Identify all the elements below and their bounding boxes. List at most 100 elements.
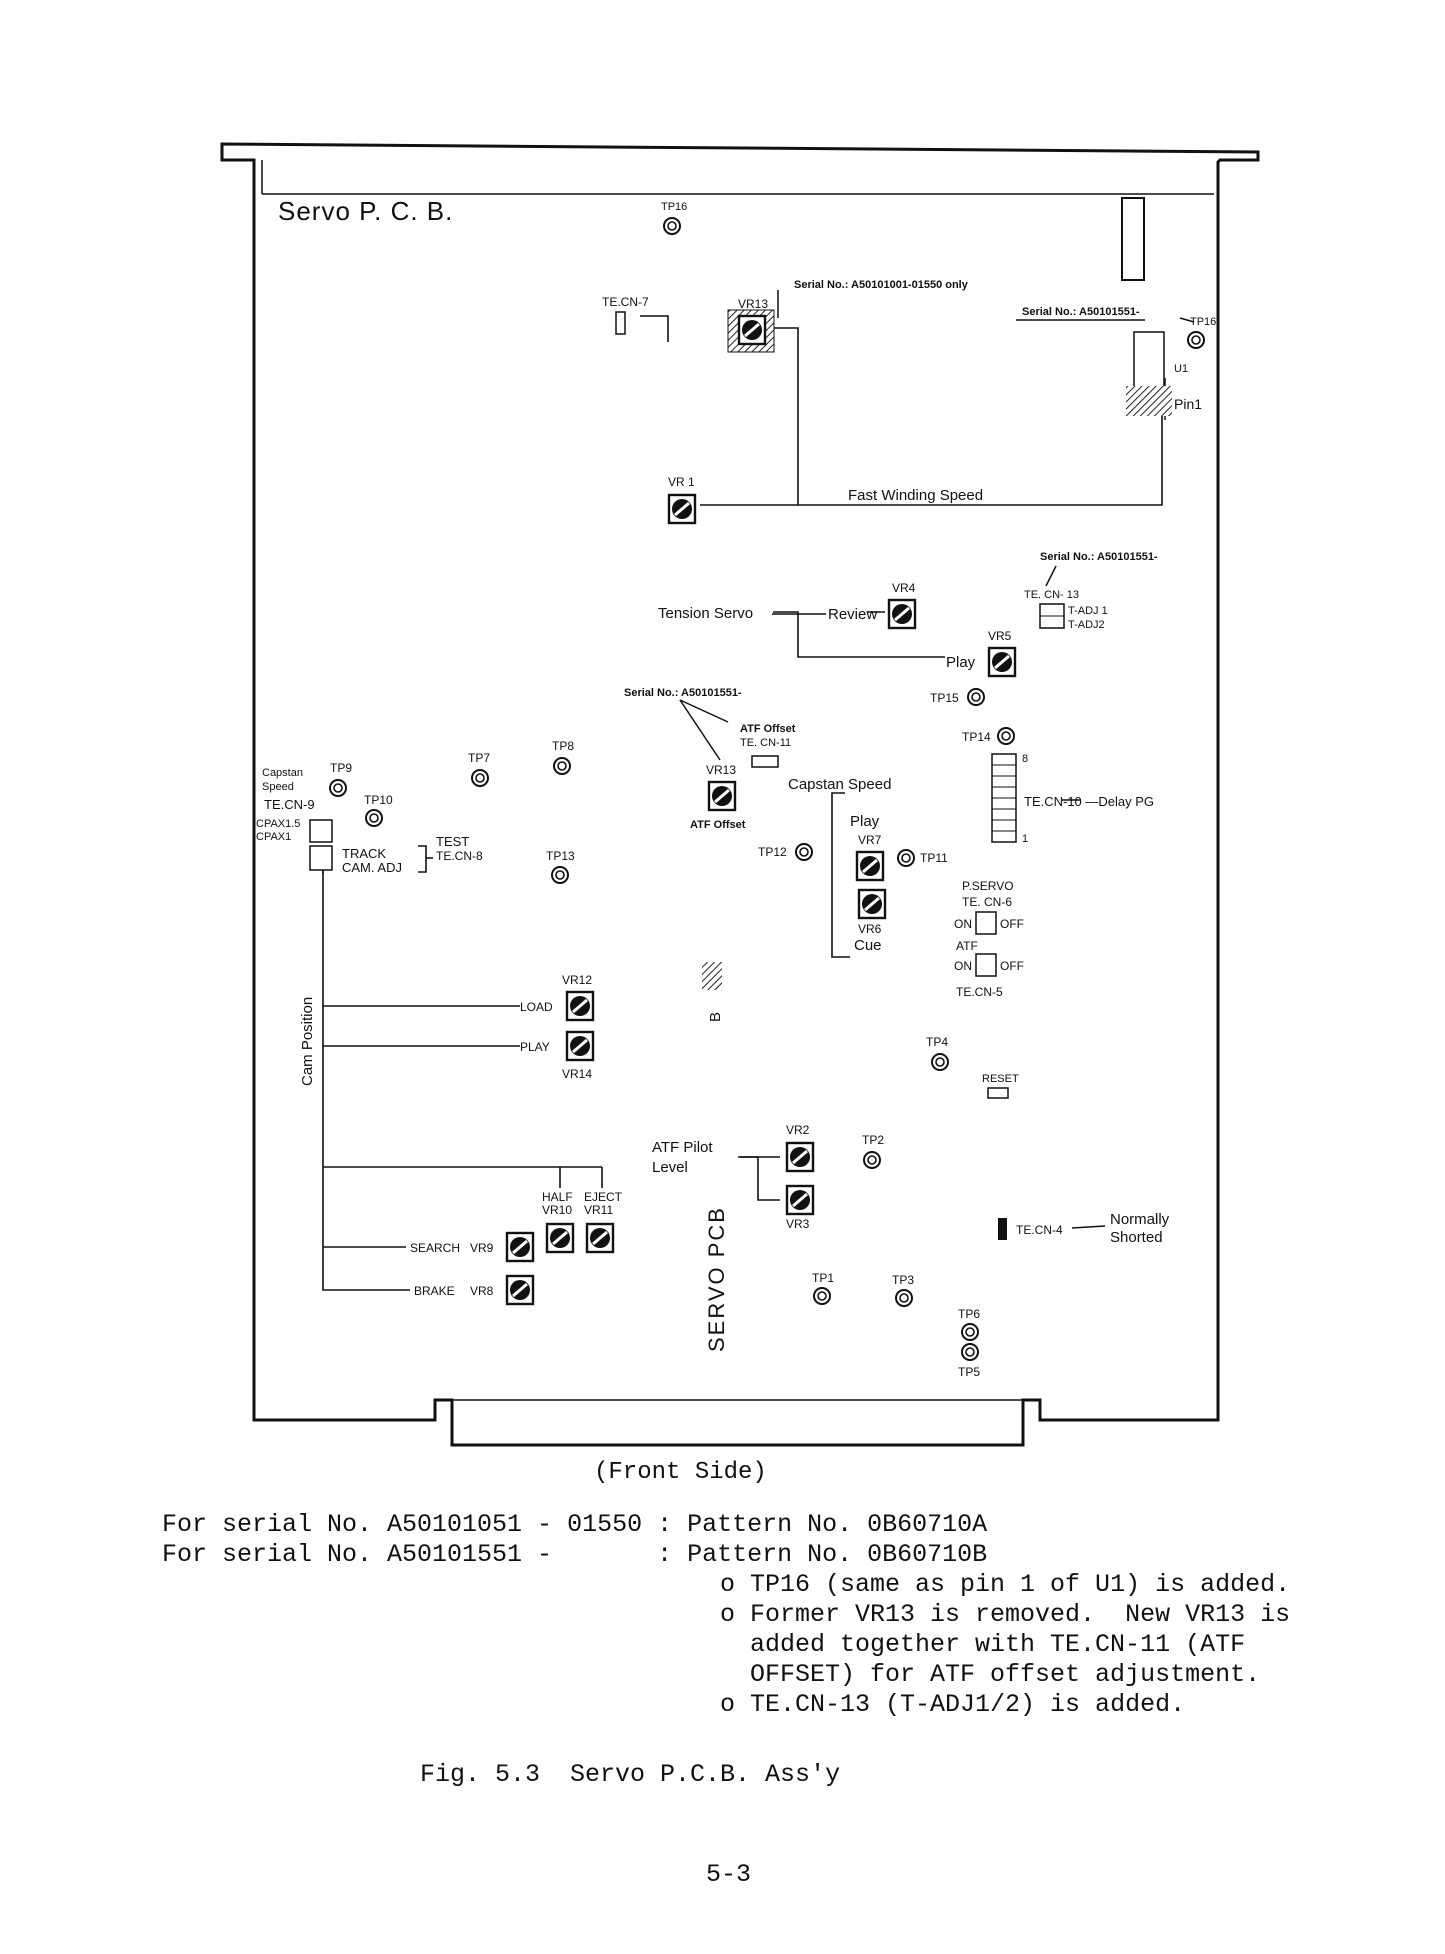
te-cn-7-label: TE.CN-7	[602, 295, 649, 309]
tp6-label: TP6	[958, 1307, 980, 1321]
normally-label: Normally	[1110, 1211, 1170, 1228]
vr14-label: VR14	[562, 1067, 592, 1081]
play-label-tension: Play	[946, 654, 976, 671]
vr3-label: VR3	[786, 1217, 810, 1231]
search-label: SEARCH	[410, 1241, 460, 1255]
te-cn-6-connector	[975, 911, 997, 935]
vr1-label: VR 1	[668, 475, 695, 489]
serial-note-4: Serial No.: A50101551-	[624, 687, 742, 699]
u1-label: U1	[1174, 363, 1188, 375]
te-cn-5-label: TE.CN-5	[956, 985, 1003, 999]
cam-adj-label: CAM. ADJ	[342, 860, 402, 875]
atf-offset-top-label: ATF Offset	[740, 723, 796, 735]
te-cn-11-label: TE. CN-11	[740, 737, 791, 749]
servo-pcb-diagram: Servo P. C. B. TP16 TE.CN-7 Serial No.: …	[220, 142, 1260, 1486]
atf-label: ATF	[956, 939, 978, 953]
vr8-label: VR8	[470, 1284, 494, 1298]
vr7-label: VR7	[858, 833, 882, 847]
te-cn-11-connector	[751, 755, 779, 768]
b-marker-hatched	[702, 962, 722, 990]
tp13-label: TP13	[546, 849, 575, 863]
front-side-label: (Front Side)	[594, 1459, 767, 1486]
fast-winding-label: Fast Winding Speed	[848, 487, 983, 504]
tp16-top-label: TP16	[661, 201, 687, 213]
vr13-old-label: VR13	[738, 297, 768, 311]
cpax1-label: CPAX1	[256, 831, 291, 843]
cue-label: Cue	[854, 937, 882, 954]
on-label-1: ON	[954, 917, 972, 931]
te-cn-4-label: TE.CN-4	[1016, 1223, 1063, 1237]
te-cn-7-connector	[615, 311, 626, 335]
capstan-label: Capstan	[262, 767, 303, 779]
note-line-3: o TP16 (same as pin 1 of U1) is added.	[720, 1570, 1291, 1599]
tp16-right-label: TP16	[1190, 316, 1216, 328]
test-label: TEST	[436, 834, 469, 849]
te-cn-13-label: TE. CN- 13	[1024, 589, 1079, 601]
vr4-label: VR4	[892, 581, 916, 595]
vr5-label: VR5	[988, 629, 1012, 643]
review-label: Review	[828, 606, 877, 623]
tp4-label: TP4	[926, 1035, 948, 1049]
tp7-label: TP7	[468, 751, 490, 765]
tp11-label: TP11	[920, 851, 948, 865]
te-cn-4-connector	[998, 1218, 1007, 1240]
te-cn-6-label: TE. CN-6	[962, 895, 1012, 909]
reset-connector	[987, 1087, 1009, 1099]
brake-label: BRAKE	[414, 1284, 455, 1298]
speed-label: Speed	[262, 781, 294, 793]
level-label: Level	[652, 1159, 688, 1176]
cpax15-label: CPAX1.5	[256, 818, 300, 830]
on-label-2: ON	[954, 959, 972, 973]
te-cn-5-connector	[975, 953, 997, 977]
te-cn-9-connector	[309, 819, 333, 843]
vr13-new-label: VR13	[706, 763, 736, 777]
tension-servo-label: Tension Servo	[658, 605, 753, 622]
tp1-label: TP1	[812, 1271, 834, 1285]
atf-pilot-label: ATF Pilot	[652, 1139, 713, 1156]
note-line-4: o Former VR13 is removed. New VR13 is	[720, 1600, 1291, 1629]
shorted-label: Shorted	[1110, 1229, 1163, 1246]
tp3-label: TP3	[892, 1273, 914, 1287]
serial-note-3: Serial No.: A50101551-	[1040, 551, 1158, 563]
capstan-speed-label: Capstan Speed	[788, 776, 891, 793]
serial-note-1: Serial No.: A50101001-01550 only	[794, 279, 969, 291]
board-outline	[220, 142, 1260, 1447]
tp9-label: TP9	[330, 761, 352, 775]
te-cn-8-label: TE.CN-8	[436, 849, 483, 863]
cam-position-label: Cam Position	[299, 997, 316, 1086]
vr2-label: VR2	[786, 1123, 810, 1137]
pin1-label: Pin1	[1174, 396, 1202, 412]
vr11-label: VR11	[584, 1203, 613, 1217]
servo-pcb-vertical-label: SERVO PCB	[704, 1206, 729, 1352]
te-cn-9-label: TE.CN-9	[264, 797, 315, 812]
eject-label: EJECT	[584, 1190, 623, 1204]
b-mark-label: B	[707, 1012, 724, 1022]
page-number: 5-3	[706, 1860, 752, 1889]
play-label-capstan: Play	[850, 813, 880, 830]
figure-caption: Fig. 5.3 Servo P.C.B. Ass'y	[420, 1760, 841, 1789]
note-line-2: For serial No. A50101551 - : Pattern No.…	[162, 1540, 988, 1569]
te-cn-10-label: TE.CN-10 —Delay PG	[1024, 794, 1154, 809]
vr12-label: VR12	[562, 973, 592, 987]
tp14-label: TP14	[962, 730, 991, 744]
te-cn-10-connector	[991, 753, 1017, 843]
te-cn-10-pin8: 8	[1022, 753, 1028, 765]
note-line-1: For serial No. A50101051 - 01550 : Patte…	[162, 1510, 988, 1539]
off-label-1: OFF	[1000, 917, 1024, 931]
reset-label: RESET	[982, 1073, 1019, 1085]
vr6-label: VR6	[858, 922, 882, 936]
u1-pin1-hatched	[1126, 386, 1172, 416]
note-line-6: OFFSET) for ATF offset adjustment.	[750, 1660, 1261, 1689]
tp10-label: TP10	[364, 793, 393, 807]
track-label: TRACK	[342, 846, 386, 861]
tp5-label: TP5	[958, 1365, 980, 1379]
serial-note-2: Serial No.: A50101551-	[1022, 306, 1140, 318]
play-label-cam: PLAY	[520, 1040, 550, 1054]
atf-offset-bottom-label: ATF Offset	[690, 819, 746, 831]
tp15-label: TP15	[930, 691, 959, 705]
off-label-2: OFF	[1000, 959, 1024, 973]
t-adj1-label: T-ADJ 1	[1068, 605, 1108, 617]
tp8-label: TP8	[552, 739, 574, 753]
half-label: HALF	[542, 1190, 573, 1204]
vr10-label: VR10	[542, 1203, 572, 1217]
